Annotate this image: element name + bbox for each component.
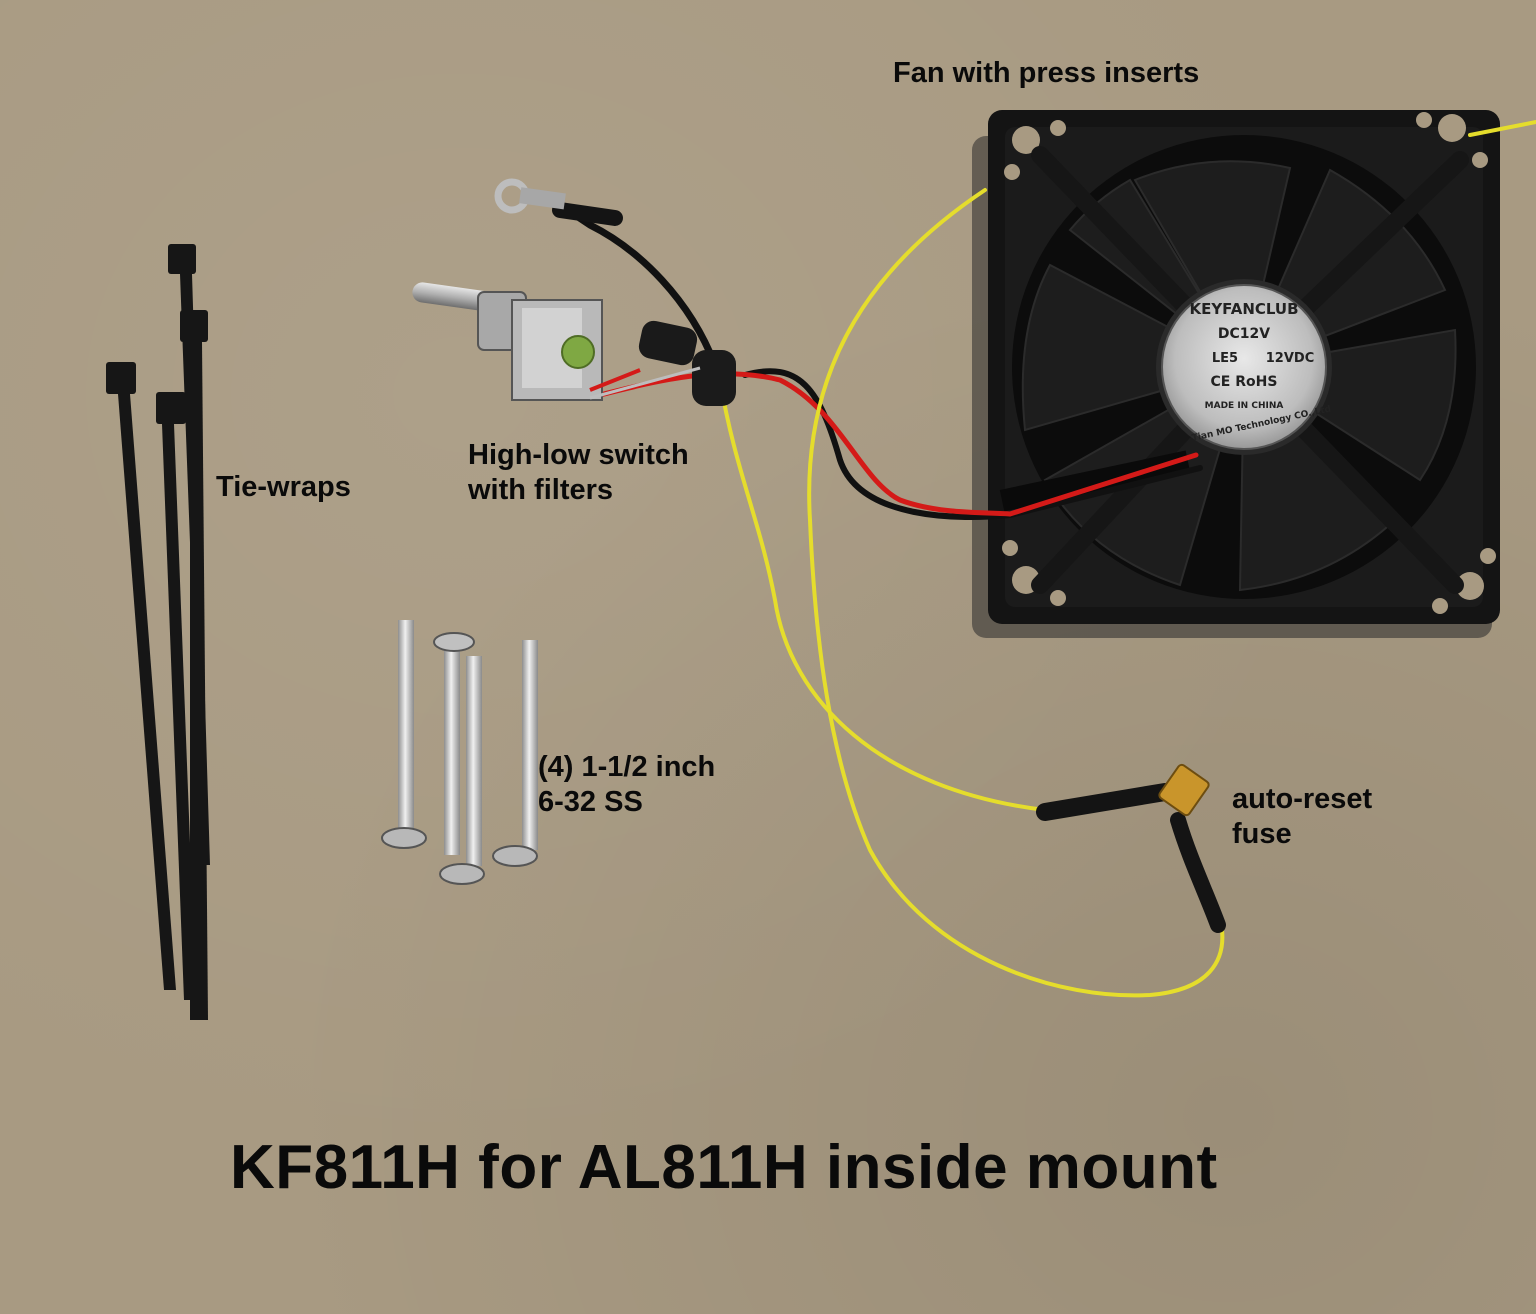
- screws: [381, 620, 538, 885]
- high-low-switch: [412, 282, 736, 406]
- tie-wraps: [106, 244, 210, 1020]
- switch-label-line-1: High-low switch: [468, 439, 689, 471]
- wires: [552, 120, 1536, 998]
- sticker-line-6: MADE IN CHINA: [1205, 401, 1284, 411]
- screws-label-line-1: (4) 1-1/2 inch: [538, 751, 716, 783]
- fuse-label-line-1: auto-reset: [1232, 783, 1373, 815]
- sticker-line-3: LE5: [1212, 351, 1238, 366]
- fuse-label-line-2: fuse: [1232, 818, 1292, 851]
- fan-label: Fan with press inserts: [893, 57, 1200, 89]
- fan: KEYFANCLUB DC12V LE5 12VDC CE RoHS MADE …: [972, 110, 1500, 638]
- auto-reset-fuse: [1158, 763, 1210, 817]
- page-title: KF811H for AL811H inside mount: [230, 1133, 1218, 1202]
- screws-label: (4) 1-1/2 inch 6-32 SS: [538, 750, 715, 821]
- tie-wraps-label: Tie-wraps: [216, 471, 351, 503]
- screws-label-line-2: 6-32 SS: [538, 786, 643, 819]
- sticker-line-2: DC12V: [1218, 326, 1270, 342]
- sticker-line-1: KEYFANCLUB: [1189, 300, 1298, 318]
- switch-label-line-2: with filters: [468, 474, 614, 507]
- ring-terminal: [494, 178, 566, 214]
- sticker-line-5: CE RoHS: [1211, 374, 1278, 390]
- sticker-line-4: 12VDC: [1266, 351, 1314, 366]
- switch-label: High-low switch with filters: [468, 438, 689, 509]
- fuse-label: auto-reset fuse: [1232, 782, 1372, 853]
